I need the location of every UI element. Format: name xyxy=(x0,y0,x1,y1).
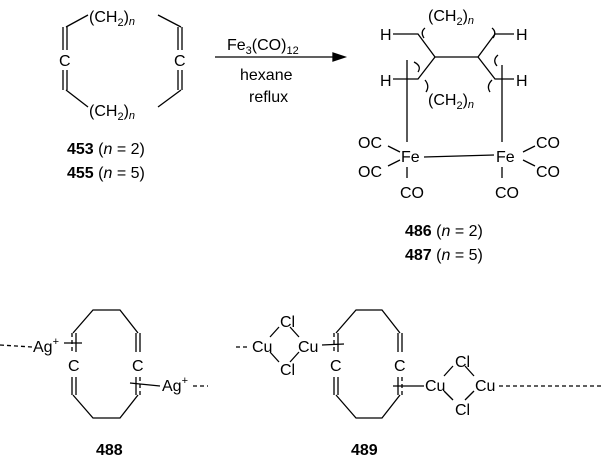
hydrogen: H xyxy=(380,73,392,90)
reaction-arrow: Fe3(CO)12 hexane reflux xyxy=(215,37,348,106)
copper-complex-489: C C Cu Cl Cl Cu Cu Cl Cl Cu 489 xyxy=(236,309,603,459)
ch2n-bottom: (CH2)n xyxy=(428,92,474,112)
label-486: 486 (n = 2) xyxy=(405,223,483,240)
carbonyl: OC xyxy=(358,135,382,152)
iron-atom-left: Fe xyxy=(401,149,420,166)
carbonyl: CO xyxy=(536,164,560,181)
allene-carbon: C xyxy=(68,358,80,375)
silver-ion: Ag+ xyxy=(162,375,188,395)
copper-atom: Cu xyxy=(252,339,272,356)
label-453: 453 (n = 2) xyxy=(67,141,145,158)
reagent-fe3co12: Fe3(CO)12 xyxy=(227,37,299,57)
hydrogen: H xyxy=(380,27,392,44)
condition-label: reflux xyxy=(249,89,288,106)
carbonyl: CO xyxy=(536,135,560,152)
iron-atom-right: Fe xyxy=(496,149,515,166)
allene-carbon: C xyxy=(330,358,342,375)
allene-carbon-right: C xyxy=(174,53,186,70)
solvent-label: hexane xyxy=(240,67,293,84)
ch2n-top: (CH2)n xyxy=(89,9,135,29)
carbonyl: CO xyxy=(400,185,424,202)
silver-complex-488: C C Ag+ Ag+ 488 xyxy=(0,309,208,459)
hydrogen: H xyxy=(516,27,528,44)
chlorine-atom: Cl xyxy=(455,402,470,419)
ch2n-top: (CH2)n xyxy=(428,8,474,28)
silver-ion: Ag+ xyxy=(33,336,59,356)
product-diiron-complex: (CH2)n (CH2)n H H H H Fe Fe OC OC CO CO … xyxy=(358,8,560,264)
carbonyl: CO xyxy=(495,185,519,202)
carbonyl: OC xyxy=(358,164,382,181)
allene-carbon: C xyxy=(132,358,144,375)
chlorine-atom: Cl xyxy=(280,314,295,331)
allene-carbon: C xyxy=(394,358,406,375)
label-455: 455 (n = 5) xyxy=(67,165,145,182)
reactant-cyclic-diallene: (CH2)n (CH2)n C C 453 (n = 2) 455 (n = 5… xyxy=(59,9,186,182)
copper-atom: Cu xyxy=(298,339,318,356)
label-487: 487 (n = 5) xyxy=(405,247,483,264)
copper-atom: Cu xyxy=(425,378,445,395)
label-488: 488 xyxy=(96,442,123,459)
hydrogen: H xyxy=(516,73,528,90)
allene-carbon-left: C xyxy=(59,53,71,70)
ch2n-bottom: (CH2)n xyxy=(89,103,135,123)
copper-atom: Cu xyxy=(475,378,495,395)
label-489: 489 xyxy=(351,442,378,459)
chlorine-atom: Cl xyxy=(280,362,295,379)
